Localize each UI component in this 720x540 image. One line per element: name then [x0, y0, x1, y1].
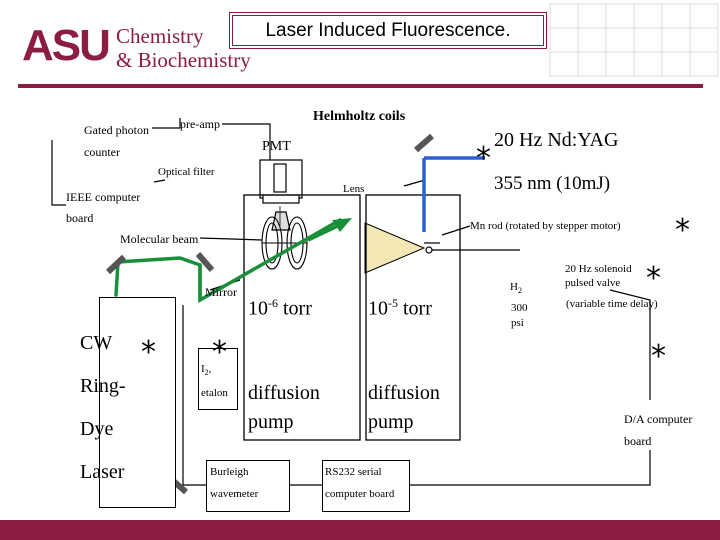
mirror-dye-top — [195, 252, 215, 272]
burleigh-label: Burleigh — [210, 466, 249, 478]
etalon-label: etalon — [201, 387, 228, 399]
i2-base: I — [201, 363, 205, 375]
ring-label: Ring- — [80, 375, 126, 397]
h2-pressure-unit-label: psi — [511, 317, 524, 329]
wire-counter-preamp — [152, 118, 181, 129]
periodic-table-watermark — [549, 3, 719, 77]
i2-label: I2, — [201, 364, 211, 377]
preamp-label: pre-amp — [180, 117, 220, 131]
laser-label: Laser — [80, 461, 125, 483]
pressure2-exponent: -5 — [388, 296, 398, 310]
chamber-1 — [243, 194, 361, 441]
wire-preamp-pmt — [222, 123, 271, 160]
burleigh-wavemeter-box — [206, 460, 290, 512]
pressure1-base: 10 — [248, 297, 268, 320]
h2-subscript: 2 — [517, 286, 522, 296]
green-arrowhead — [332, 218, 352, 232]
ieee-board-label: IEEE computer — [66, 190, 141, 204]
da-board-label: D/A computer — [624, 412, 693, 426]
nd-yag-label: 20 Hz Nd:YAG — [494, 129, 619, 151]
nd-yag-wavelength-label: 355 nm (10mJ) — [494, 173, 611, 194]
header-rule — [18, 84, 703, 88]
mirror-label: Mirror — [205, 285, 237, 299]
mnrod-leader — [441, 225, 471, 236]
asterisk-dye: * — [141, 335, 156, 370]
i2-etalon-box — [198, 348, 238, 410]
wire-dye-burleigh — [182, 305, 206, 486]
lens-leader — [403, 179, 426, 187]
wavemeter-label: wavemeter — [210, 488, 259, 500]
pmt-assembly — [259, 159, 303, 231]
page-title: Laser Induced Fluorescence. — [232, 15, 544, 46]
green-beam — [114, 218, 342, 304]
asu-logo: ASU — [22, 21, 111, 70]
diffusion-pump-2-label-2: pump — [368, 411, 414, 433]
ieee-board-label-2: board — [66, 211, 94, 225]
molecular-beam-label: Molecular beam — [120, 232, 199, 246]
dept-name-line1: Chemistry — [116, 24, 204, 48]
asterisk-yag: * — [476, 141, 491, 176]
dept-name-line2: & Biochemistry — [116, 48, 251, 72]
optical-filter-label: Optical filter — [158, 166, 215, 178]
pressure-chamber-2: 10-5 torr — [368, 297, 432, 319]
h2-label: H2 — [510, 282, 522, 295]
pressure2-unit: torr — [398, 297, 432, 320]
rs232-board-box — [322, 460, 410, 512]
asterisk-etalon: * — [212, 335, 227, 370]
wire-ieee-filter — [153, 179, 166, 183]
cw-ring-dye-laser-box — [99, 297, 176, 508]
gated-photon-counter-label-2: counter — [84, 145, 120, 159]
computer-board-label: computer board — [325, 488, 395, 500]
mirror-yag — [414, 133, 434, 153]
dye-label: Dye — [80, 418, 114, 440]
molecular-beam-leader — [199, 237, 263, 241]
h2-pressure-label: 300 — [511, 302, 528, 314]
diffusion-pump-1-label: diffusion — [248, 382, 320, 404]
h2-base: H — [510, 281, 518, 293]
asterisk-da: * — [651, 339, 666, 374]
valve-circle — [425, 246, 433, 254]
footer-bar — [0, 520, 720, 540]
title-frame: Laser Induced Fluorescence. — [229, 12, 547, 49]
chamber-2 — [365, 194, 461, 441]
i2-suffix: , — [208, 363, 212, 375]
wire-counter-ieee — [51, 140, 66, 206]
rs232-label: RS232 serial — [325, 466, 382, 478]
mn-rod-label: Mn rod (rotated by stepper motor) — [470, 220, 621, 232]
pressure1-exponent: -6 — [268, 296, 278, 310]
pmt-label: PMT — [262, 139, 291, 154]
gated-photon-counter-label: Gated photon — [84, 123, 149, 137]
wire-da-solenoid — [609, 289, 651, 400]
lens-label: Lens — [343, 183, 365, 195]
asterisk-solenoid: * — [646, 261, 661, 296]
diffusion-pump-2-label: diffusion — [368, 382, 440, 404]
solenoid-valve-label: 20 Hz solenoid — [565, 263, 632, 275]
helmholtz-coils-label: Helmholtz coils — [313, 109, 406, 124]
da-board-label-2: board — [624, 434, 652, 448]
pressure-chamber-1: 10-6 torr — [248, 297, 312, 319]
diffusion-pump-1-label-2: pump — [248, 411, 294, 433]
pressure2-base: 10 — [368, 297, 388, 320]
mirror-left-top — [105, 254, 127, 275]
time-delay-label: (variable time delay) — [566, 298, 658, 310]
pressure1-unit: torr — [278, 297, 312, 320]
cw-label: CW — [80, 332, 113, 354]
wire-rs232-da — [410, 450, 651, 486]
asterisk-right: * — [675, 213, 690, 248]
i2-subscript: 2 — [204, 368, 209, 378]
solenoid-valve-label-2: pulsed valve — [565, 277, 621, 289]
nozzle-cone — [364, 222, 426, 274]
